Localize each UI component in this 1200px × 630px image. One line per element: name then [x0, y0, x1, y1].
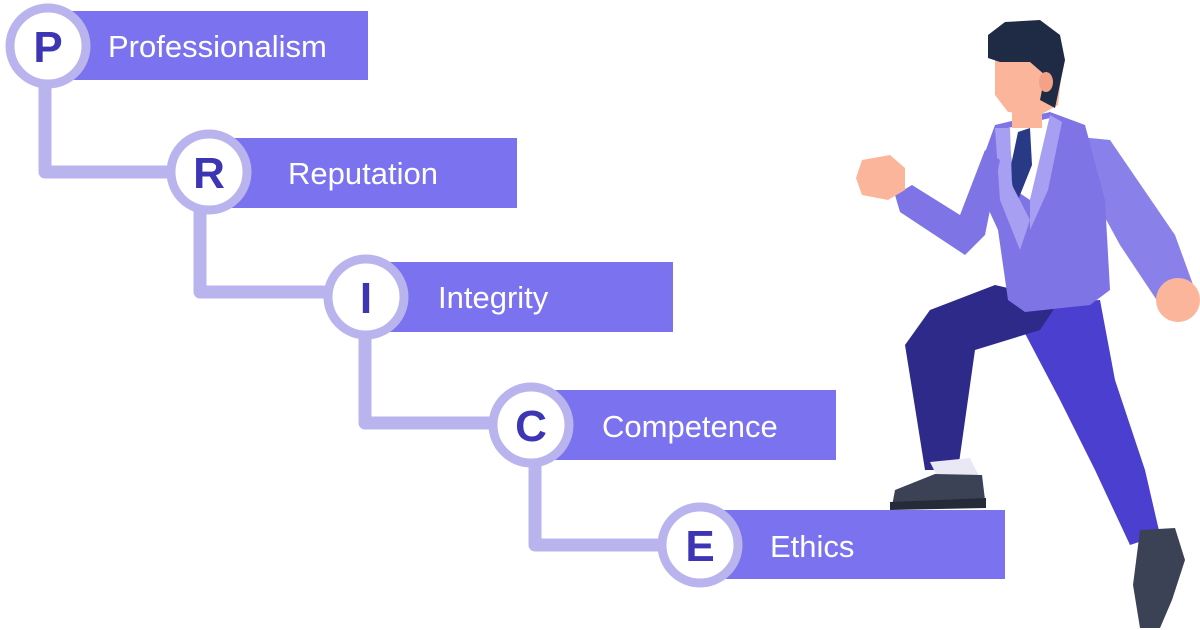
step-bar-professionalism: [45, 11, 368, 80]
step-connectors: [38, 80, 660, 552]
left-lapel: [995, 128, 1030, 250]
step-circle-i: I: [323, 254, 409, 340]
step-bars: [45, 11, 1005, 579]
step-circle-c: C: [488, 382, 574, 468]
front-fist: [856, 155, 905, 200]
front-shoe-sole: [890, 498, 986, 510]
step-letter: E: [685, 522, 714, 571]
step-bar-integrity: [365, 262, 673, 332]
step-circles: P R I C E: [5, 3, 743, 588]
connector-c-to-e: [528, 460, 660, 552]
step-bar-ethics: [700, 510, 1005, 579]
step-label-integrity: Integrity: [438, 280, 549, 315]
step-labels: Professionalism Reputation Integrity Com…: [108, 29, 854, 564]
connector-i-to-c: [358, 330, 490, 430]
step-letter: C: [515, 402, 547, 451]
back-hand: [1156, 278, 1200, 322]
connector-r-to-i: [193, 205, 330, 299]
right-lapel: [1030, 115, 1062, 230]
ear: [1039, 72, 1053, 92]
step-label-ethics: Ethics: [770, 529, 854, 564]
step-bar-reputation: [210, 138, 517, 208]
step-bar-competence: [530, 390, 836, 460]
front-leg: [905, 285, 1060, 470]
step-label-reputation: Reputation: [288, 156, 438, 191]
step-label-professionalism: Professionalism: [108, 29, 327, 64]
step-letter: R: [193, 149, 225, 198]
tie-icon: [1010, 128, 1032, 205]
step-label-competence: Competence: [602, 409, 778, 444]
step-letter: I: [360, 274, 372, 323]
front-arm: [895, 150, 1000, 255]
businessman-climbing-illustration: [856, 20, 1200, 628]
connector-p-to-r: [38, 80, 170, 179]
back-shoe-icon: [1133, 528, 1185, 628]
back-leg: [1010, 300, 1160, 545]
step-circle-e: E: [657, 502, 743, 588]
step-letter: P: [33, 23, 62, 72]
step-circle-p: P: [5, 3, 91, 89]
step-circle-r: R: [166, 129, 252, 215]
